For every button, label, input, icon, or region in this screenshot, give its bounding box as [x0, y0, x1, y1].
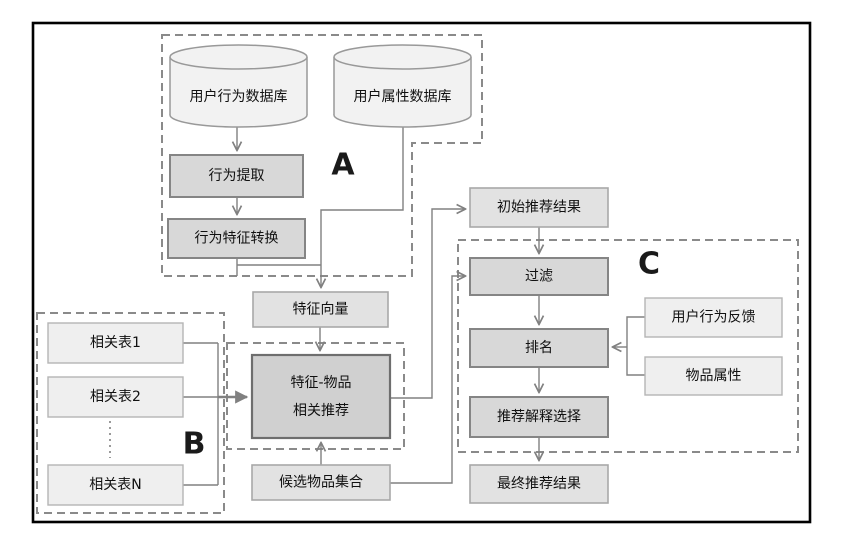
svg-text:相关推荐: 相关推荐: [293, 403, 349, 419]
db-user-attribute-label: 用户属性数据库: [354, 88, 452, 105]
node-candidate-item-set: 候选物品集合: [251, 464, 391, 501]
svg-text:相关表N: 相关表N: [89, 477, 141, 493]
svg-text:相关表1: 相关表1: [90, 335, 141, 351]
node-item-attributes: 物品属性: [644, 356, 783, 396]
cylinder-top: [333, 44, 472, 70]
connector-candidates-to-filter: [390, 276, 465, 484]
node-related-table-1: 相关表1: [47, 322, 184, 364]
region-a-outline: [161, 34, 483, 277]
svg-text:行为提取: 行为提取: [209, 168, 265, 184]
region-c-outline: [457, 239, 799, 453]
node-user-behavior-feedback: 用户行为反馈: [644, 297, 783, 338]
connector-feedback-bracket: [626, 316, 645, 376]
region-b-outline: [36, 312, 225, 514]
svg-text:相关表2: 相关表2: [90, 389, 141, 405]
cylinder-top: [169, 44, 308, 70]
node-feature-item-recommendation: 特征-物品 相关推荐: [250, 353, 392, 440]
db-user-behavior-label: 用户行为数据库: [190, 88, 288, 105]
node-related-table-n: 相关表N: [47, 464, 184, 506]
connector-feature-item-to-initial-results: [390, 209, 465, 399]
svg-text:推荐解释选择: 推荐解释选择: [497, 409, 581, 425]
svg-text:排名: 排名: [525, 340, 553, 356]
svg-text:行为特征转换: 行为特征转换: [195, 230, 279, 247]
database-user-attribute: 用户属性数据库: [333, 44, 472, 128]
svg-text:最终推荐结果: 最终推荐结果: [497, 476, 581, 492]
svg-text:用户行为反馈: 用户行为反馈: [672, 309, 756, 326]
database-user-behavior: 用户行为数据库: [169, 44, 308, 128]
node-ranking: 排名: [469, 328, 609, 368]
node-behavior-feature-transform: 行为特征转换: [167, 218, 306, 259]
svg-text:候选物品集合: 候选物品集合: [279, 474, 363, 491]
region-a-label: A: [331, 148, 355, 183]
node-behavior-extraction: 行为提取: [169, 154, 304, 198]
svg-text:特征-物品: 特征-物品: [290, 375, 351, 391]
node-explanation-selection: 推荐解释选择: [469, 396, 609, 438]
node-initial-results: 初始推荐结果: [469, 187, 609, 228]
svg-text:初始推荐结果: 初始推荐结果: [497, 199, 581, 216]
node-feature-vector: 特征向量: [252, 291, 389, 328]
node-final-results: 最终推荐结果: [469, 464, 609, 504]
connector-db2-to-feature-vector: [321, 127, 404, 287]
region-c-label: C: [638, 247, 660, 282]
node-filter: 过滤: [469, 257, 609, 296]
svg-text:过滤: 过滤: [525, 269, 553, 285]
region-b-label: B: [183, 427, 206, 462]
node-related-table-2: 相关表2: [47, 376, 184, 418]
svg-text:物品属性: 物品属性: [686, 368, 742, 384]
svg-text:特征向量: 特征向量: [293, 302, 349, 318]
